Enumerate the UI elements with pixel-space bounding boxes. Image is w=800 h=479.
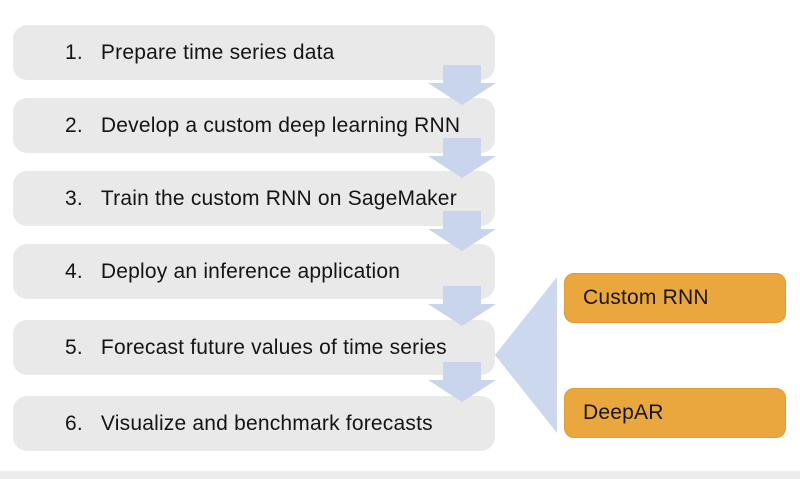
- step-box-1: 1. Prepare time series data: [13, 25, 495, 80]
- step-number: 5.: [65, 335, 83, 359]
- step-number: 4.: [65, 259, 83, 283]
- step-number: 1.: [65, 40, 83, 64]
- step-number: 2.: [65, 113, 83, 137]
- output-box-deepar: DeepAR: [564, 388, 786, 438]
- output-box-custom-rnn: Custom RNN: [564, 273, 786, 323]
- arrow-down-icon: [428, 65, 496, 105]
- step-number: 6.: [65, 411, 83, 435]
- step-label: Train the custom RNN on SageMaker: [100, 186, 457, 210]
- step-box-2: 2. Develop a custom deep learning RNN: [13, 98, 495, 153]
- step-label: Forecast future values of time series: [100, 335, 447, 359]
- arrow-down-icon: [428, 138, 496, 178]
- output-label: Custom RNN: [583, 286, 709, 309]
- arrow-down-icon: [428, 286, 496, 326]
- merge-triangle-icon: [495, 277, 557, 433]
- step-box-4: 4. Deploy an inference application: [13, 244, 495, 299]
- output-label: DeepAR: [583, 401, 664, 424]
- step-box-5: 5. Forecast future values of time series: [13, 320, 495, 375]
- step-label: Deploy an inference application: [100, 259, 401, 283]
- step-label: Develop a custom deep learning RNN: [100, 113, 461, 137]
- step-box-6: 6. Visualize and benchmark forecasts: [13, 396, 495, 451]
- step-number: 3.: [65, 186, 83, 210]
- arrow-down-icon: [428, 362, 496, 402]
- step-label: Prepare time series data: [100, 40, 335, 64]
- bottom-band-divider: [0, 471, 800, 479]
- step-label: Visualize and benchmark forecasts: [100, 411, 433, 435]
- step-box-3: 3. Train the custom RNN on SageMaker: [13, 171, 495, 226]
- arrow-down-icon: [428, 211, 496, 251]
